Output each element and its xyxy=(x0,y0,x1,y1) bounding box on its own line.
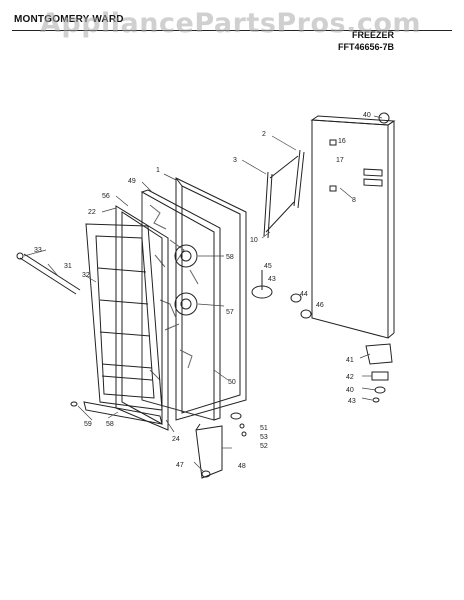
door-frame-gasket xyxy=(175,177,247,421)
handle-assembly xyxy=(263,149,305,239)
callout-50: 49 xyxy=(128,178,136,185)
callout-40-top: 40 xyxy=(363,112,371,119)
callout-41: 41 xyxy=(346,357,354,364)
control-knobs xyxy=(174,244,198,316)
callout-33: 33 xyxy=(34,247,42,254)
callout-24: 24 xyxy=(172,436,180,443)
callout-56: 57 xyxy=(226,309,234,316)
callout-43: 43 xyxy=(348,398,356,405)
callout-45: 44 xyxy=(300,291,308,298)
callout-46: 45 xyxy=(264,263,272,270)
callout-53: 52 xyxy=(260,443,268,450)
header-rule xyxy=(12,30,452,31)
callout-57: 58 xyxy=(226,254,234,261)
fasteners xyxy=(70,401,247,437)
callout-31: 31 xyxy=(64,263,72,270)
callout-58: 58 xyxy=(106,421,114,428)
insulated-door-block xyxy=(140,189,221,421)
callout-52: 51 xyxy=(260,425,268,432)
callout-32: 32 xyxy=(82,272,90,279)
callout-51: 50 xyxy=(228,379,236,386)
watermark: AppliancePartsPros.com xyxy=(40,8,422,39)
callout-2: 2 xyxy=(262,131,266,138)
model-number: FFT46656-7B xyxy=(337,42,394,52)
upper-hinge-parts xyxy=(251,270,312,319)
callout-48: 47 xyxy=(176,462,184,469)
callout-1: 1 xyxy=(156,167,160,174)
shelf-bar xyxy=(16,252,81,295)
callout-47: 46 xyxy=(316,302,324,309)
callout-44: 43 xyxy=(268,276,276,283)
brand-name: MONTGOMERY WARD xyxy=(14,14,124,25)
callout-labels: 40 2 16 17 3 1 49 8 56 22 10 33 58 45 31… xyxy=(34,112,371,470)
outer-door-panel xyxy=(310,115,396,339)
callout-17: 17 xyxy=(336,157,344,164)
callout-49: 48 xyxy=(238,463,246,470)
door-shelf-rack xyxy=(85,223,163,411)
leader-lines xyxy=(23,115,383,473)
product-title: FREEZER xyxy=(351,30,394,40)
callout-59: 59 xyxy=(84,421,92,428)
kick-plate xyxy=(83,401,163,425)
callout-22: 22 xyxy=(88,209,96,216)
callout-16: 16 xyxy=(338,138,346,145)
callout-3: 3 xyxy=(233,157,237,164)
callout-55: 56 xyxy=(102,193,110,200)
callout-42: 42 xyxy=(346,374,354,381)
callout-10: 10 xyxy=(250,237,258,244)
callout-54: 53 xyxy=(260,434,268,441)
callout-40-bottom: 40 xyxy=(346,387,354,394)
callout-8: 8 xyxy=(352,197,356,204)
toe-plate-bracket xyxy=(195,423,223,479)
